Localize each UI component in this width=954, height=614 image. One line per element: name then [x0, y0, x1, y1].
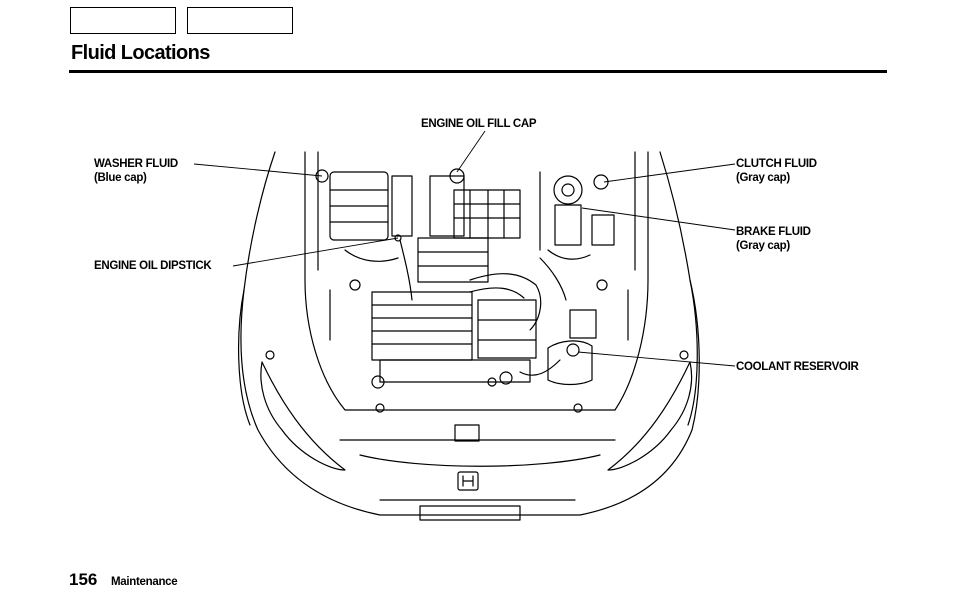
- leader-oil-fill-cap: [456, 130, 486, 173]
- page-title: Fluid Locations: [71, 42, 210, 64]
- label-washer-fluid-cap: (Blue cap): [94, 172, 147, 184]
- label-clutch-fluid-title: CLUTCH FLUID: [736, 158, 817, 170]
- nav-index-button[interactable]: [187, 7, 293, 34]
- label-washer-fluid: WASHER FLUID (Blue cap): [94, 157, 178, 185]
- oil-fill-cap: [449, 168, 465, 184]
- coolant-reservoir: [547, 340, 593, 386]
- label-washer-fluid-title: WASHER FLUID: [94, 158, 178, 170]
- label-brake-fluid: BRAKE FLUID (Gray cap): [736, 225, 811, 253]
- engine-oil-dipstick: [399, 239, 413, 301]
- left-headlight: [260, 361, 346, 471]
- honda-emblem: [457, 471, 479, 491]
- page-number: 156: [69, 570, 98, 589]
- leader-clutch-fluid: [603, 163, 736, 183]
- leader-oil-dipstick: [232, 237, 399, 267]
- intake-hose: [469, 273, 542, 331]
- leader-washer-fluid: [193, 163, 323, 177]
- nav-contents-button[interactable]: [70, 7, 176, 34]
- brake-reservoir-cap: [593, 174, 609, 190]
- label-brake-fluid-cap: (Gray cap): [736, 240, 790, 252]
- label-engine-oil-dipstick: ENGINE OIL DIPSTICK: [94, 260, 212, 272]
- air-cleaner-box: [371, 291, 473, 361]
- section-name: Maintenance: [111, 576, 178, 588]
- valve-cover: [417, 237, 489, 283]
- engine-bay-outline: [304, 151, 649, 411]
- label-engine-oil-fill-cap: ENGINE OIL FILL CAP: [421, 118, 537, 130]
- leader-coolant: [577, 351, 736, 367]
- leader-brake-fluid: [581, 207, 736, 231]
- label-clutch-fluid: CLUTCH FLUID (Gray cap): [736, 157, 817, 185]
- clutch-reservoir: [553, 175, 583, 205]
- label-clutch-fluid-cap: (Gray cap): [736, 172, 790, 184]
- label-coolant-reservoir: COOLANT RESERVOIR: [736, 361, 859, 373]
- right-headlight: [607, 361, 693, 471]
- title-divider: [69, 70, 887, 73]
- label-brake-fluid-title: BRAKE FLUID: [736, 226, 811, 238]
